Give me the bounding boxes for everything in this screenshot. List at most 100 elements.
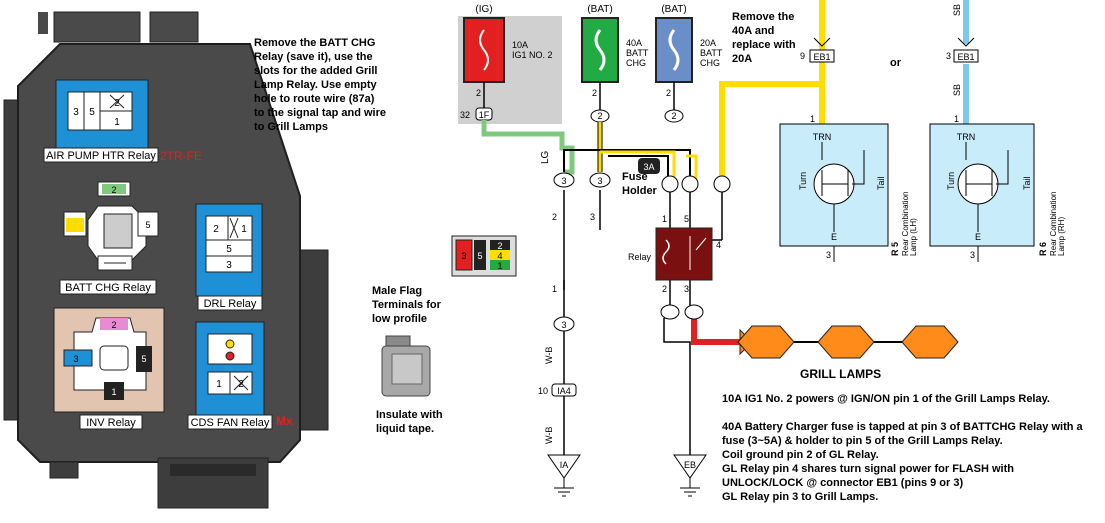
pin-label: 3: [946, 51, 951, 61]
mini-fuse-pin: 3: [461, 251, 466, 261]
batt-note-line: Remove the BATT CHG: [254, 37, 375, 49]
inv-pin-5: 5: [141, 354, 146, 364]
tail-label: Tail: [876, 176, 886, 190]
pin-label: 2: [476, 88, 481, 98]
wires: [481, 0, 969, 455]
fuse-ig1: (IG) 10A IG1 NO. 2 2 1F 32: [458, 4, 562, 124]
fuse-holder-line: Fuse: [622, 171, 648, 183]
fuse-20a-batt-chg: (BAT) 20A BATT CHG 2 2: [655, 4, 723, 123]
wire-label-sb: SB: [952, 4, 962, 16]
fuse-line: CHG: [626, 58, 646, 68]
mini-fuse-icon: 3 5 2 4 1: [451, 235, 517, 277]
or-label: or: [890, 57, 902, 69]
trn-label: TRN: [813, 132, 832, 142]
pin-label: 4: [716, 240, 721, 250]
fuse-name: IG1 NO. 2: [512, 50, 553, 60]
lamp-caption: Rear Combination: [1049, 192, 1058, 256]
air-pin-5: 5: [89, 107, 95, 118]
batt-note: Remove the BATT CHG Relay (save it), use…: [254, 37, 386, 133]
insulate-note: Insulate with liquid tape.: [376, 409, 443, 435]
insulate-line: Insulate with: [376, 409, 443, 421]
pin-label: 2: [592, 88, 597, 98]
tail-label: Tail: [1022, 176, 1032, 190]
rear-lamp-rh: SB 3 EB1 SB 1 TRN E Turn Tail 3 R 6 Rear…: [929, 4, 1066, 262]
inv-pin-3: 3: [73, 354, 78, 364]
grill-lamps: GRILL LAMPS: [737, 325, 959, 381]
fuse-40a-batt-chg: (BAT) 40A BATT CHG 2 2: [581, 4, 649, 123]
batt-note-line: to Grill Lamps: [254, 121, 328, 133]
wire-label-sb: SB: [952, 84, 962, 96]
mini-fuse-pin: 5: [477, 251, 482, 261]
engine-tag: 2TR-FE: [160, 149, 202, 163]
air-pump-htr-relay: 3 5 2 1 AIR PUMP HTR Relay 2TR-FE: [43, 79, 202, 163]
mini-fuse-pin: 2: [497, 241, 502, 251]
inv-relay: 2 3 5 1 INV Relay: [53, 307, 165, 430]
pin-label: 3: [826, 250, 831, 260]
cds-pin-1: 1: [216, 379, 222, 390]
drl-relay: 2 1 5 3 DRL Relay: [195, 203, 263, 311]
fuse-line: BATT: [700, 48, 723, 58]
pin-label: 2: [552, 212, 557, 222]
air-pin-1: 1: [114, 117, 120, 128]
lamp-ref: R 5: [890, 242, 900, 256]
wire-label-lg: LG: [540, 150, 551, 164]
lamp-caption: Lamp (RH): [1057, 217, 1066, 256]
lamp-caption: Lamp (LH): [909, 218, 918, 256]
pin-label: 10: [538, 386, 548, 396]
wire-label-wb: W-B: [544, 427, 554, 444]
grill-lamps-label: GRILL LAMPS: [800, 367, 881, 381]
connector-ia4: IA4: [557, 386, 571, 396]
trn-label: TRN: [957, 132, 976, 142]
drl-pin-1: 1: [241, 224, 247, 235]
mini-fuse-pin: 4: [497, 251, 502, 261]
air-pin-2: 2: [114, 98, 120, 109]
pin-label: 5: [684, 214, 689, 224]
fuse-line: CHG: [700, 58, 720, 68]
bat-header: (BAT): [661, 4, 686, 15]
replace-line: 20A: [732, 53, 752, 65]
pin-label: 3: [597, 176, 602, 186]
turn-label: Turn: [798, 172, 808, 190]
pin-label: 3: [590, 212, 595, 222]
drl-pin-2: 2: [213, 224, 219, 235]
explanation-line: 40A Battery Charger fuse is tapped at pi…: [722, 421, 1084, 433]
drl-pin-3: 3: [226, 260, 232, 271]
explanation-line: GL Relay pin 3 to Grill Lamps.: [722, 491, 878, 503]
mx-tag: Mx: [276, 414, 293, 428]
ig-header: (IG): [475, 4, 492, 15]
replace-line: 40A and: [732, 25, 774, 37]
inv-label: INV Relay: [86, 417, 136, 429]
pin-label: 3: [561, 176, 566, 186]
male-flag-line: Male Flag: [372, 285, 422, 297]
inv-pin-2: 2: [111, 320, 116, 330]
relay-label: Relay: [628, 252, 652, 262]
lamp-ref: R 6: [1038, 242, 1048, 256]
batt-note-line: hole to route wire (87a): [254, 93, 375, 105]
batt-chg-label: BATT CHG Relay: [65, 282, 151, 294]
explanation-line: fuse (3~5A) & holder to pin 5 of the Gri…: [722, 435, 1003, 447]
turn-label: Turn: [946, 172, 956, 190]
batt-chg-relay: 2 5 BATT CHG Relay: [59, 181, 159, 295]
ground-ia: IA: [560, 460, 569, 470]
e-label: E: [975, 232, 981, 242]
air-pump-label: AIR PUMP HTR Relay: [46, 150, 156, 162]
rear-lamp-lh: 9 EB1 1 TRN E Turn Tail 3 R 5 Rear Combi…: [779, 37, 918, 262]
insulate-line: liquid tape.: [376, 423, 434, 435]
replace-line: Remove the: [732, 11, 794, 23]
pin-label: 1: [810, 114, 815, 124]
cds-pin-2: 2: [238, 379, 244, 390]
lamp-caption: Rear Combination: [901, 192, 910, 256]
explanation-notes: 10A IG1 No. 2 powers @ IGN/ON pin 1 of t…: [722, 393, 1084, 503]
connector-1f: 1F: [479, 110, 490, 120]
replace-note: Remove the 40A and replace with 20A: [732, 11, 796, 65]
batt-pin-5: 5: [145, 220, 150, 230]
pin-label: 3: [970, 250, 975, 260]
fuse-rating: 10A: [512, 40, 528, 50]
air-pin-3: 3: [73, 107, 79, 118]
pin-label: 3: [684, 284, 689, 294]
fuse-3a: 3A: [643, 162, 654, 172]
connector-eb1: EB1: [813, 52, 830, 62]
inv-pin-1: 1: [111, 387, 116, 397]
pin-label: 2: [662, 284, 667, 294]
male-flag-note: Male Flag Terminals for low profile: [372, 285, 442, 325]
